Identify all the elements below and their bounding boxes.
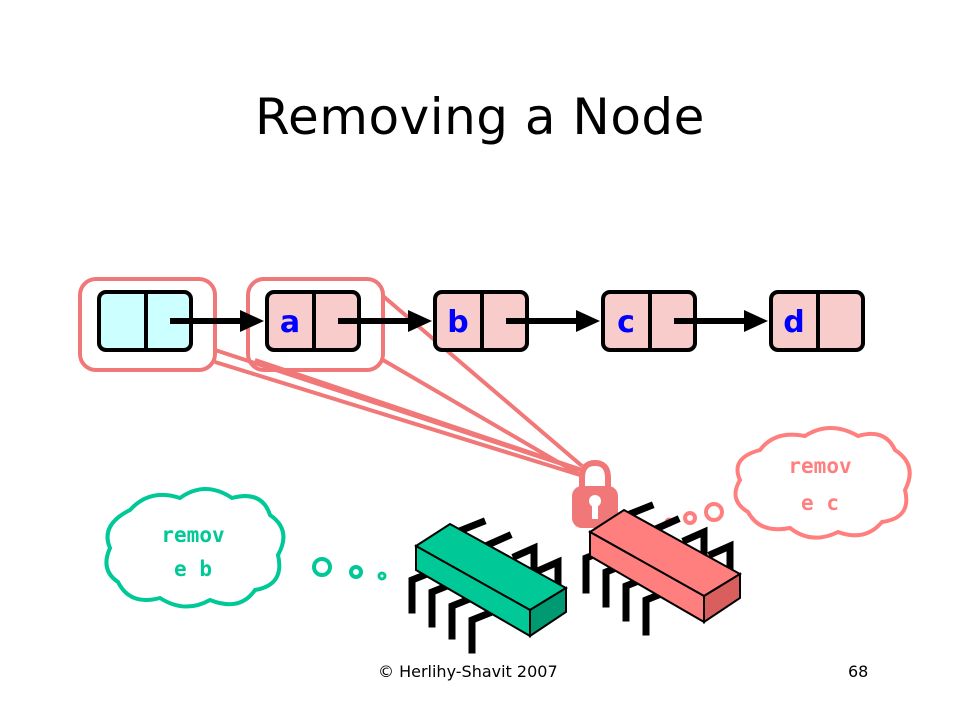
lock-icon <box>572 459 618 528</box>
thought-b-line1: remov <box>161 523 224 547</box>
page-number: 68 <box>848 662 869 681</box>
chip-icon-green <box>408 517 568 654</box>
slide-title: Removing a Node <box>255 88 705 146</box>
thought-cloud-remove-c: remov e c <box>664 426 912 540</box>
next-pointers <box>170 310 768 332</box>
footer-copyright: © Herlihy-Shavit 2007 <box>378 662 558 681</box>
node-b: b <box>433 290 529 352</box>
node-c: c <box>601 290 697 352</box>
thought-cloud-remove-b: remov e b <box>104 487 387 609</box>
thought-c-line1: remov <box>788 454 851 478</box>
node-d-label: d <box>783 305 804 340</box>
node-b-label: b <box>447 305 468 340</box>
node-c-label: c <box>617 305 635 340</box>
thought-c-line2: e c <box>801 491 839 515</box>
chip-icon-red <box>582 501 742 636</box>
node-a-label: a <box>280 305 300 340</box>
lock-outline-sentinel <box>78 277 217 372</box>
thought-b-line2: e b <box>174 557 212 581</box>
node-d: d <box>769 290 865 352</box>
node-a: a <box>265 290 361 352</box>
